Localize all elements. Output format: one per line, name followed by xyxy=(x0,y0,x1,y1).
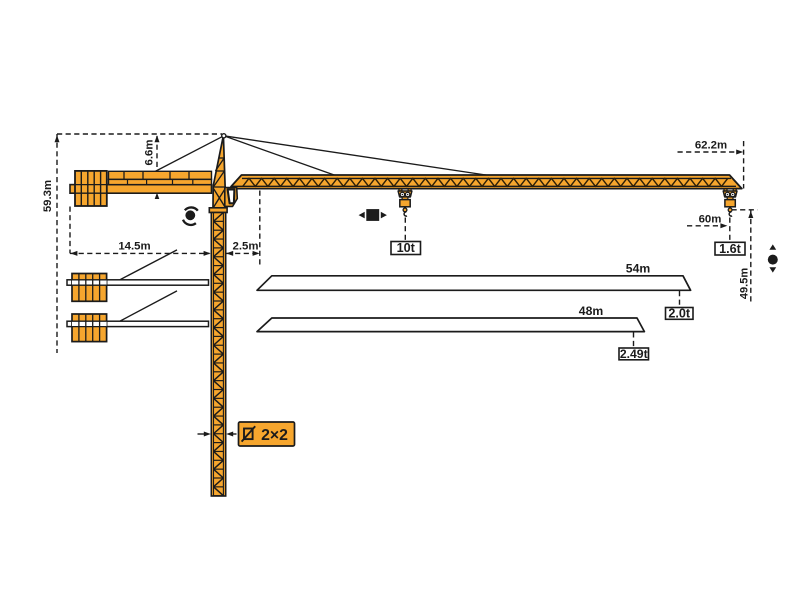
svg-text:2.49t: 2.49t xyxy=(620,347,648,361)
svg-text:48m: 48m xyxy=(579,304,604,318)
svg-text:59.3m: 59.3m xyxy=(42,180,54,212)
svg-text:62.2m: 62.2m xyxy=(695,140,727,152)
svg-text:2.0t: 2.0t xyxy=(668,307,691,321)
svg-text:60m: 60m xyxy=(699,214,722,226)
svg-text:54m: 54m xyxy=(626,261,651,275)
svg-text:49.5m: 49.5m xyxy=(738,268,750,299)
svg-text:6.6m: 6.6m xyxy=(143,140,155,166)
svg-text:1.6t: 1.6t xyxy=(719,242,742,256)
svg-text:2.5m: 2.5m xyxy=(233,240,259,252)
svg-text:10t: 10t xyxy=(397,241,416,255)
svg-text:14.5m: 14.5m xyxy=(118,240,150,252)
svg-text:2×2: 2×2 xyxy=(261,427,288,444)
